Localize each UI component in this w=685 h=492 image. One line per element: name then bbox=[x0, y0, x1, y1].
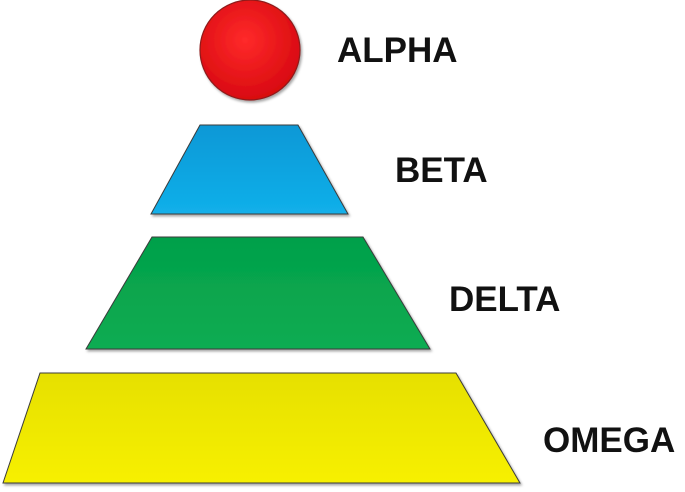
omega-trapezoid bbox=[2, 372, 521, 484]
alpha-circle bbox=[199, 0, 301, 101]
beta-trapezoid bbox=[150, 124, 349, 215]
tier-delta: DELTA bbox=[85, 236, 560, 350]
delta-trapezoid bbox=[85, 236, 431, 350]
tier-alpha: ALPHA bbox=[199, 0, 458, 101]
omega-label: OMEGA bbox=[543, 421, 675, 460]
alpha-label: ALPHA bbox=[337, 31, 458, 70]
beta-label: BETA bbox=[395, 151, 488, 190]
tier-omega: OMEGA bbox=[2, 372, 675, 484]
tier-beta: BETA bbox=[150, 124, 488, 215]
delta-label: DELTA bbox=[449, 280, 560, 319]
